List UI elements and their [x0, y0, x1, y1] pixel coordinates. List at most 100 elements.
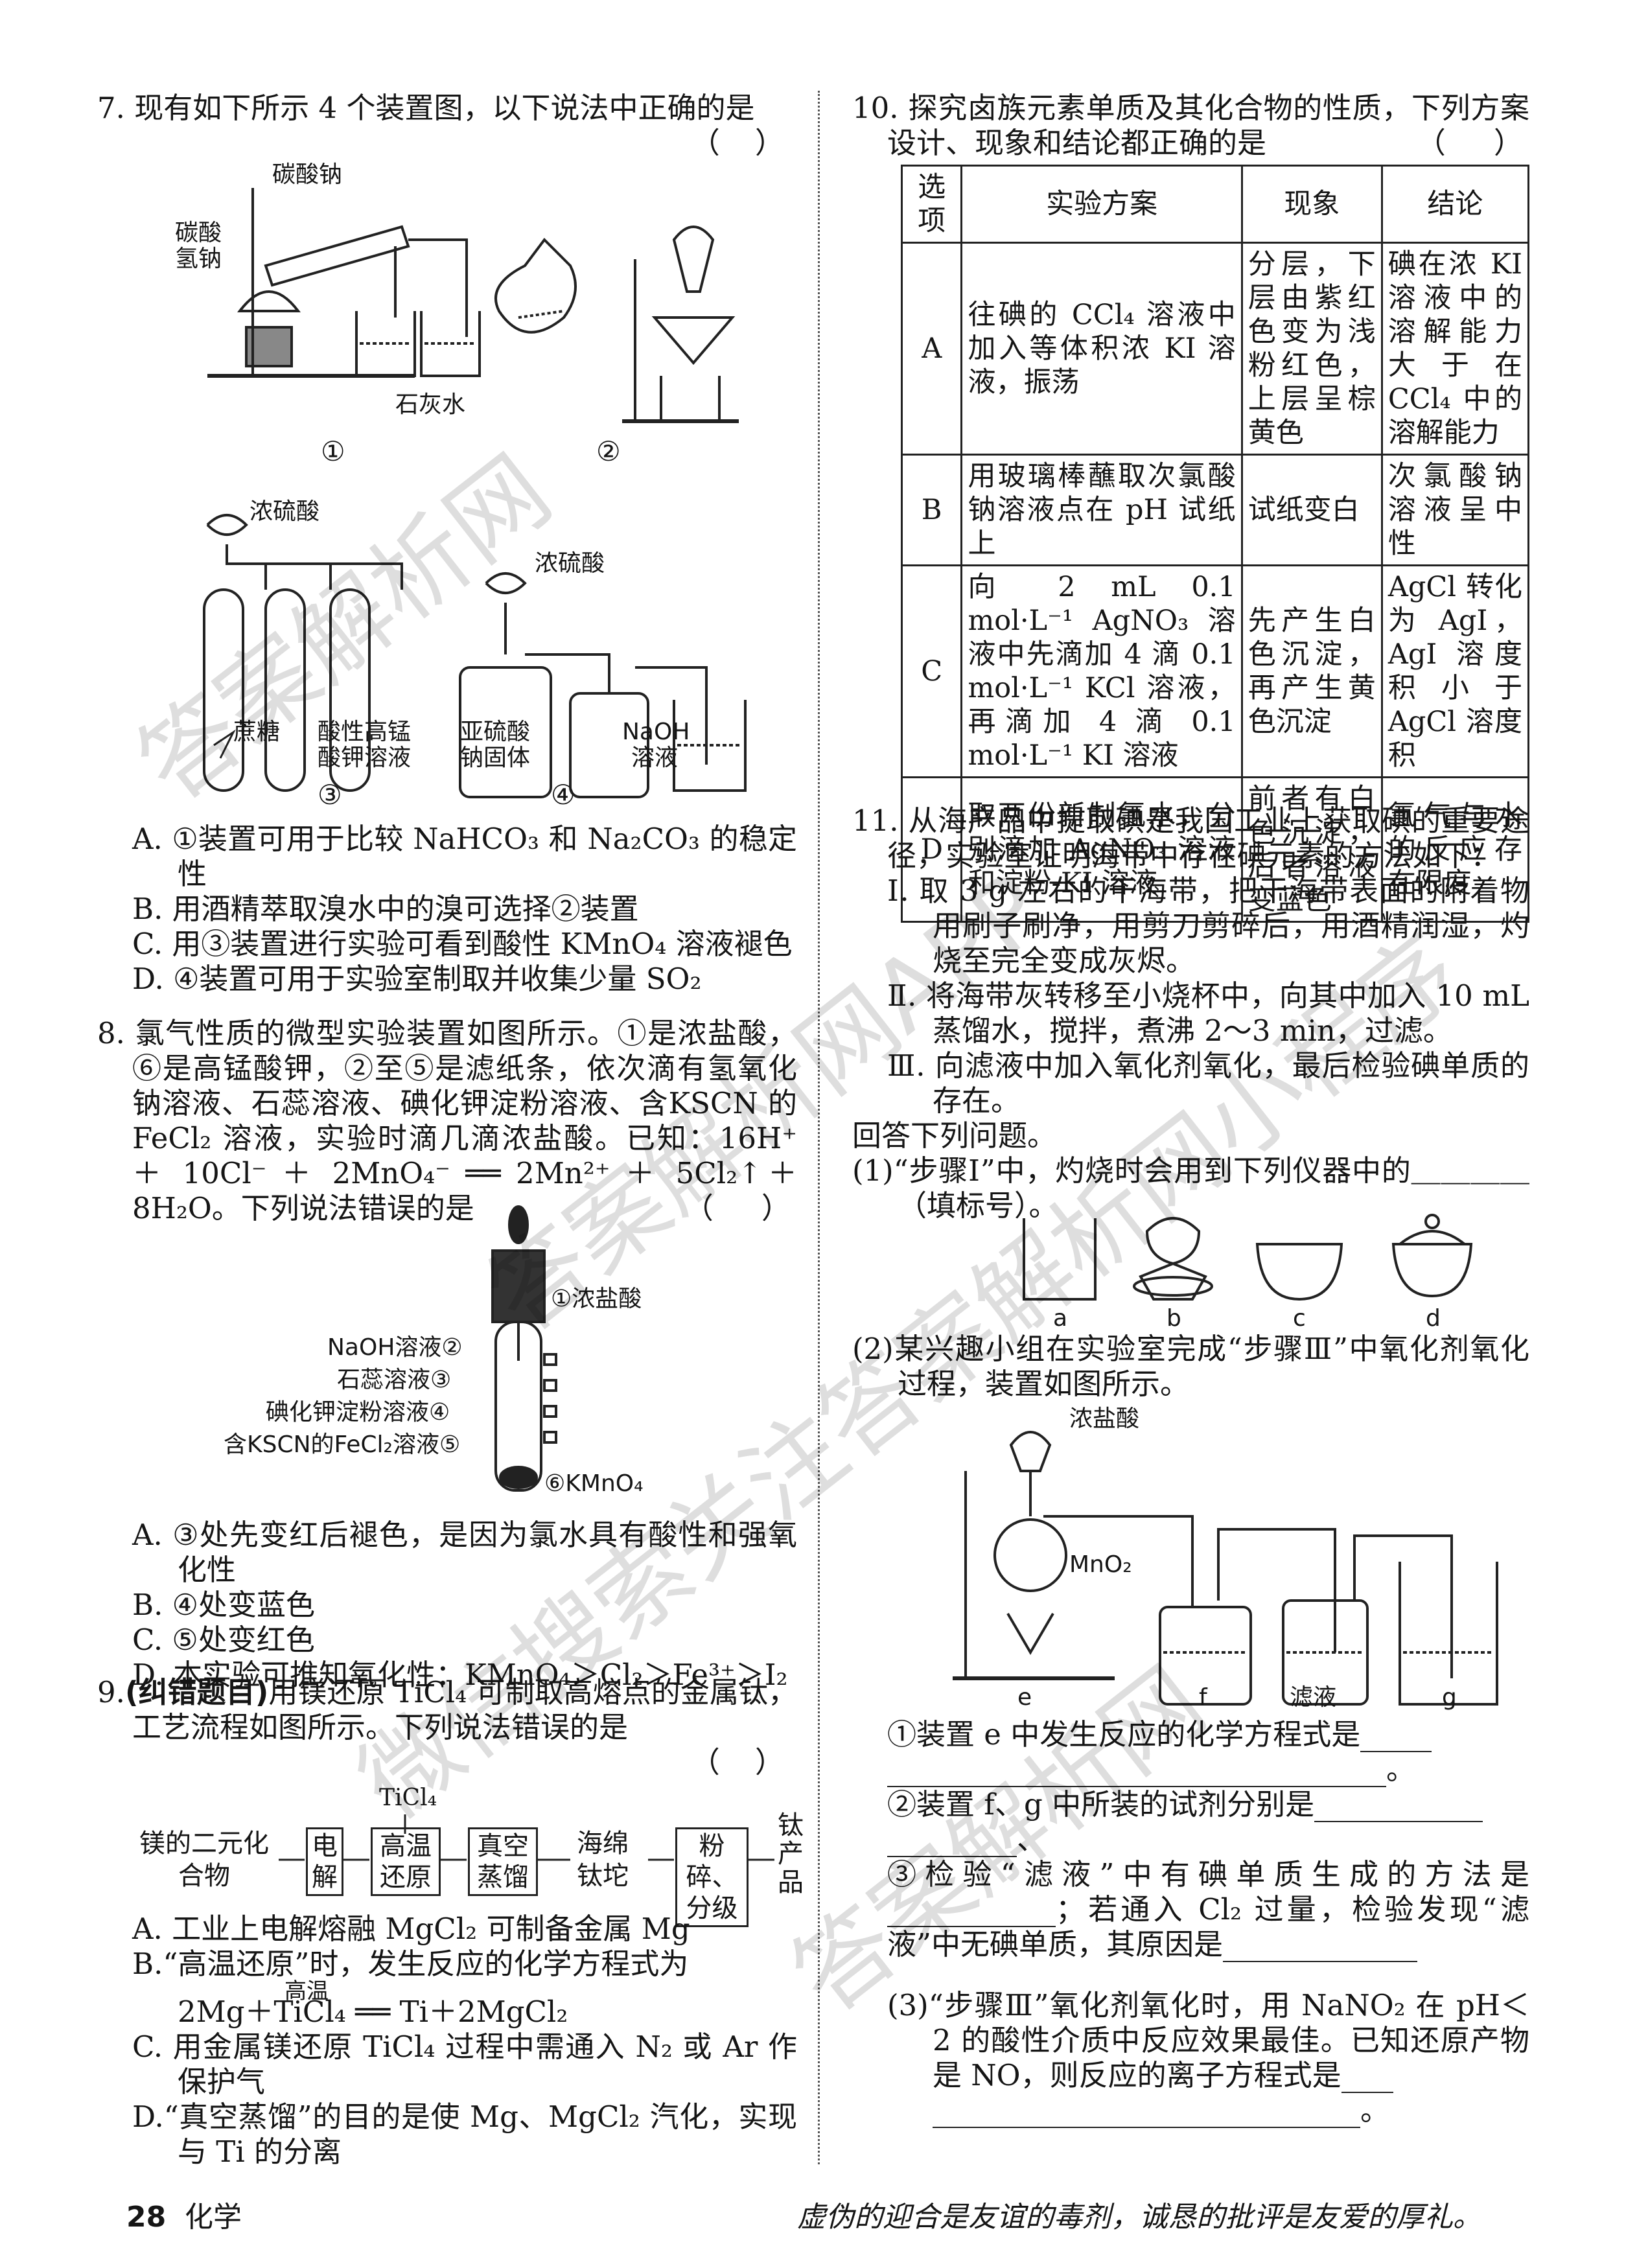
row-phenomenon: 前者有白色沉淀，后者溶液变蓝色 [1240, 776, 1383, 923]
answer-paren: （ ） [690, 126, 784, 160]
q11-part-1: (1)“步骤Ⅰ”中，灼烧时会用到下列仪器中的＿＿＿＿（填标号）。 [852, 1153, 1529, 1223]
row-plan: 往碘的 CCl₄ 溶液中加入等体积浓 KI 溶液，振荡 [960, 242, 1243, 456]
q11-sub-3: ③检验“滤液”中有碘单质生成的方法是 [887, 1857, 1529, 1892]
q8-options: A. ③处先变红后褪色，是因为氯水具有酸性和强氧化性 B. ④处变蓝色 C. ⑤… [97, 1518, 797, 1693]
row-option: A [900, 242, 963, 456]
answer-blank[interactable] [1360, 1726, 1432, 1752]
label-sodium-bicarbonate: 碳酸氢钠 [175, 220, 222, 272]
label-instrument-b: b [1167, 1305, 1181, 1332]
q7-apparatus-figure: 碳酸钠 碳酸氢钠 石灰水 ① ② 浓硫酸 蔗糖 酸性高锰酸钾溶液 ③ 浓硫酸 亚… [175, 161, 765, 811]
answer-blank[interactable] [1341, 2067, 1393, 2093]
row-phenomenon: 分层，下层由紫红色变为浅粉红色，上层呈棕黄色 [1240, 242, 1383, 456]
q7-option-c[interactable]: C. 用③装置进行实验可看到酸性 KMnO₄ 溶液褪色 [132, 927, 793, 961]
reaction-condition: 高温 [284, 1978, 329, 2004]
label-ki-starch-strip: 碘化钾淀粉溶液④ [266, 1399, 450, 1426]
label-e: e [1017, 1684, 1032, 1711]
page-number: 28 [126, 2201, 167, 2234]
q8-option-a[interactable]: A. ③处先变红后褪色，是因为氯水具有酸性和强氧化性 [132, 1518, 797, 1587]
q9-option-b[interactable]: B.“高温还原”时，发生反应的化学方程式为 [132, 1947, 689, 1981]
q8-option-c[interactable]: C. ⑤处变红色 [132, 1623, 315, 1657]
flow-arrows [279, 1814, 774, 1861]
q8-stem: 8. 氯气性质的微型实验装置如图所示。①是浓盐酸，⑥是高锰酸钾，②至⑤是滤纸条，… [97, 1016, 797, 1225]
row-phenomenon: 先产生白色沉淀，再产生黄色沉淀 [1240, 564, 1383, 778]
flow-end-product: 钛产品 [778, 1811, 804, 1897]
q9-option-d[interactable]: D.“真空蒸馏”的目的是使 Mg、MgCl₂ 汽化，实现与 Ti 的分离 [132, 2100, 797, 2169]
q11-part-3: (3)“步骤Ⅲ”氧化剂氧化时，用 NaNO₂ 在 pH＜2 的酸性介质中反应效果… [887, 1988, 1529, 2092]
q9-number: 9. [97, 1675, 125, 1709]
label-instrument-c: c [1293, 1305, 1306, 1332]
label-sucrose: 蔗糖 [233, 719, 281, 745]
label-filtrate: 滤液 [1290, 1684, 1337, 1711]
q8-option-d[interactable]: D. 本实验可推知氧化性：KMnO₄＞Cl₂＞Fe³⁺＞I₂ [132, 1658, 788, 1692]
label-sodium-sulfite: 亚硫酸钠固体 [460, 719, 531, 771]
label-kmno4: ⑥KMnO₄ [544, 1470, 644, 1497]
error-correction-tag: (纠错题目) [124, 1675, 269, 1709]
label-f: f [1199, 1684, 1207, 1711]
q8-option-b[interactable]: B. ④处变蓝色 [132, 1588, 316, 1622]
q7-options: A. ①装置可用于比较 NaHCO₃ 和 Na₂CO₃ 的稳定性 B. 用酒精萃… [97, 822, 797, 997]
q9-flowchart: 镁的二元化合物 TiCl₄ 电解 高温还原 真空蒸馏 海绵钛坨 粉碎、分级 钛产… [130, 1776, 817, 1927]
label-naoh-solution: NaOH溶液 [622, 719, 690, 771]
label-litmus-strip: 石蕊溶液③ [337, 1367, 452, 1393]
label-fecl2-kscn-strip: 含KSCN的FeCl₂溶液⑤ [224, 1431, 461, 1458]
answer-blank[interactable] [887, 1761, 1386, 1787]
label-limewater: 石灰水 [395, 391, 466, 418]
q9-stem: 用镁还原 TiCl₄ 可制取高熔点的金属钛，工艺流程如图所示。下列说法错误的是 [132, 1675, 797, 1744]
q7-stem: 7. 现有如下所示 4 个装置图，以下说法中正确的是 [97, 91, 755, 125]
row-plan: 向 2 mL 0.1 mol·L⁻¹ AgNO₃ 溶液中先滴加 4 滴 0.1 … [960, 564, 1243, 778]
q11-sub-2: ②装置 f、g 中所装的试剂分别是 [887, 1787, 1315, 1822]
row-conclusion: 碘在浓 KI 溶液中的溶解能力大于在 CCl₄ 中的溶解能力 [1380, 242, 1530, 456]
flow-ticl4: TiCl₄ [379, 1785, 437, 1811]
label-apparatus-1: ① [321, 435, 345, 467]
answer-blank[interactable] [887, 1831, 1017, 1857]
q7-option-b[interactable]: B. 用酒精萃取溴水中的溴可选择②装置 [132, 892, 639, 926]
question-8: 8. 氯气性质的微型实验装置如图所示。①是浓盐酸，⑥是高锰酸钾，②至⑤是滤纸条，… [97, 1016, 797, 1226]
label-conc-sulfuric-acid-2: 浓硫酸 [535, 550, 605, 577]
q7-option-a[interactable]: A. ①装置可用于比较 NaHCO₃ 和 Na₂CO₃ 的稳定性 [132, 822, 797, 891]
microscale-tube-diagram [491, 1205, 557, 1492]
q11-step-1: Ⅰ. 取 3 g 左右的干海带，把干海带表面的附着物用刷子刷净，用剪刀剪碎后，用… [887, 874, 1529, 978]
label-conc-hcl: ①浓盐酸 [551, 1286, 642, 1312]
subject-label: 化学 [185, 2201, 242, 2234]
q9-option-a[interactable]: A. 工业上电解熔融 MgCl₂ 可制备金属 Mg [132, 1912, 690, 1946]
reaction-equation: 2Mg＋TiCl₄ ══ Ti＋2MgCl₂ [178, 1995, 568, 2029]
flow-electrolysis: 电解 [306, 1827, 343, 1896]
row-option: D [900, 776, 963, 923]
q9-equation: 高温 2Mg＋TiCl₄ ══ Ti＋2MgCl₂ [178, 1978, 797, 2030]
table-header-row: 选项 实验方案 现象 结论 [900, 165, 1530, 244]
answer-blank[interactable] [887, 1901, 1056, 1927]
q11-stem: 11. 从海产品中提取碘是我国工业上获取碘的重要途径，实验室证明海带中存在碘元素… [852, 804, 1529, 873]
flow-sponge-ti: 海绵钛坨 [577, 1829, 629, 1891]
label-sodium-carbonate: 碳酸钠 [272, 161, 343, 188]
row-phenomenon: 试纸变白 [1240, 454, 1383, 566]
q9-options: A. 工业上电解熔融 MgCl₂ 可制备金属 Mg B.“高温还原”时，发生反应… [97, 1912, 797, 2170]
q11-apparatus-figure: 浓盐酸 MnO₂ e f 滤液 g [946, 1406, 1529, 1711]
label-apparatus-3: ③ [318, 779, 342, 811]
flow-vacuum-distillation: 真空蒸馏 [468, 1827, 538, 1896]
q7-option-d[interactable]: D. ④装置可用于实验室制取并收集少量 SO₂ [132, 962, 702, 996]
period: 。 [1360, 2093, 1390, 2127]
question-9: 9.(纠错题目)用镁还原 TiCl₄ 可制取高熔点的金属钛，工艺流程如图所示。下… [97, 1675, 797, 1780]
label-g: g [1442, 1684, 1457, 1711]
label-acidic-kmno4: 酸性高锰酸钾溶液 [318, 719, 412, 771]
answer-blank[interactable] [1314, 1796, 1483, 1822]
q11-instruments-figure: a b c d [1011, 1205, 1529, 1335]
chlorine-generation-diagram [953, 1431, 1498, 1706]
header-conclusion: 结论 [1380, 165, 1530, 244]
q9-option-c[interactable]: C. 用金属镁还原 TiCl₄ 过程中需通入 N₂ 或 Ar 作保护气 [132, 2030, 797, 2099]
q11-sub-3b: ；若通入 Cl₂ 过量，检验发现“滤液”中无碘单质，其原因是 [887, 1892, 1529, 1961]
answer-blank[interactable] [933, 2102, 1360, 2128]
answer-blank[interactable] [1223, 1936, 1418, 1962]
header-option: 选项 [900, 165, 963, 244]
q11-step-2: Ⅱ. 将海带灰转移至小烧杯中，向其中加入 10 mL 蒸馏水，搅拌，煮沸 2～3… [887, 978, 1529, 1048]
question-7: 7. 现有如下所示 4 个装置图，以下说法中正确的是 （ ） [97, 91, 797, 161]
period: 。 [1386, 1752, 1416, 1787]
label-naoh-strip: NaOH溶液② [327, 1334, 463, 1361]
label-apparatus-4: ④ [551, 779, 575, 811]
label-conc-hcl: 浓盐酸 [1069, 1406, 1140, 1432]
row-conclusion: 氯气与水的反应存在限度 [1380, 776, 1530, 923]
footer-motto: 虚伪的迎合是友谊的毒剂，诚恳的批评是友爱的厚礼。 [797, 2201, 1481, 2234]
